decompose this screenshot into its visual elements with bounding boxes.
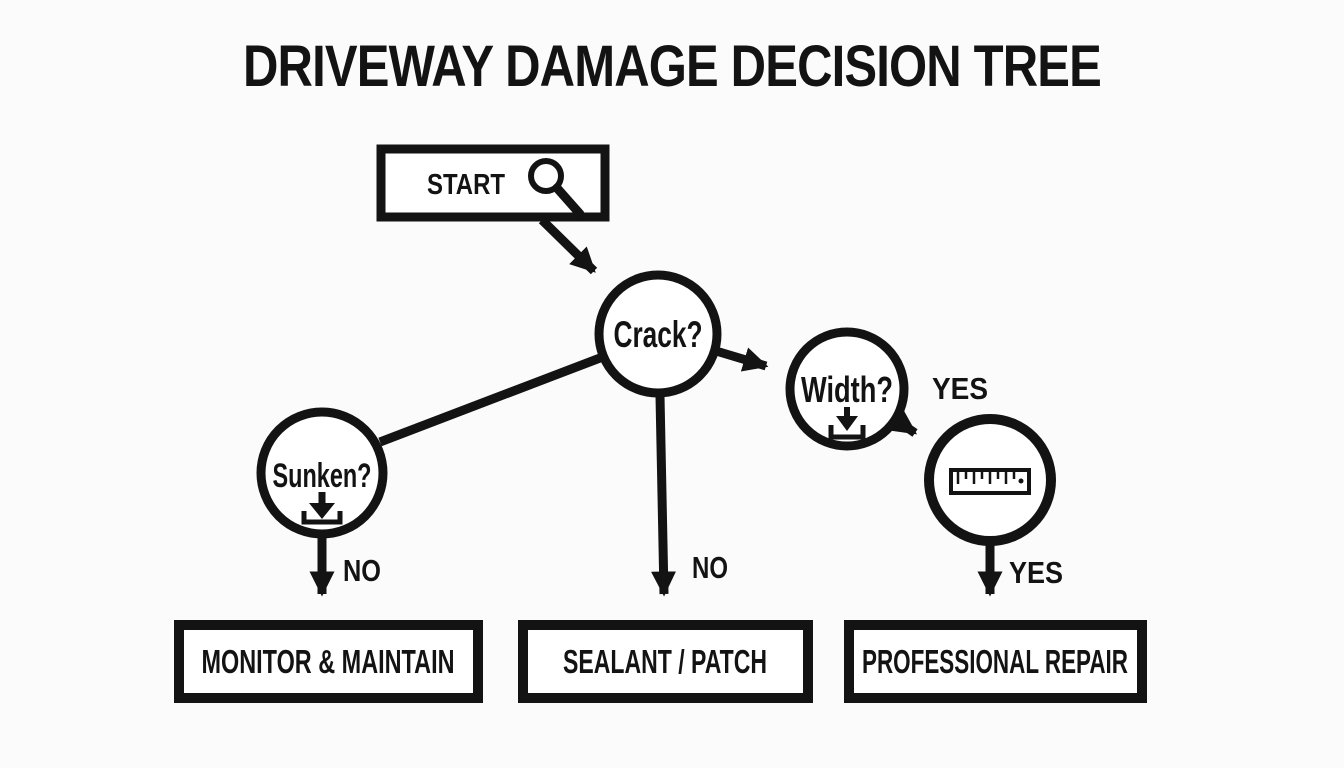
edge-width-to-measure — [889, 409, 918, 437]
download-icon — [828, 407, 866, 440]
outcome-monitor-label: MONITOR & MAINTAIN — [202, 643, 455, 680]
ruler-icon — [949, 468, 1031, 495]
measure-node — [924, 414, 1056, 546]
start-label: START — [427, 169, 505, 201]
edge-start-to-crack — [538, 216, 598, 275]
outcome-monitor: MONITOR & MAINTAIN — [174, 620, 483, 703]
sunken-node: Sunken? — [256, 407, 388, 539]
edges — [309, 216, 1003, 597]
measure-yes-label: YES — [1009, 555, 1063, 590]
width-node: Width? — [785, 327, 909, 451]
outcome-sealant: SEALANT / PATCH — [518, 620, 813, 703]
start-node: START — [376, 144, 610, 222]
crack-node: Crack? — [594, 270, 722, 398]
edge-crack-to-sealant — [651, 395, 677, 597]
width-yes-label: YES — [932, 371, 988, 406]
outcome-sealant-label: SEALANT / PATCH — [563, 643, 767, 680]
edge-crack-to-width — [714, 346, 769, 372]
sunken-label: Sunken? — [273, 457, 372, 495]
magnifier-icon — [528, 158, 585, 219]
crack-label: Crack? — [614, 314, 703, 355]
outcome-professional: PROFESSIONAL REPAIR — [844, 620, 1147, 703]
page-title: DRIVEWAY DAMAGE DECISION TREE — [243, 34, 1101, 99]
crack-no-label: NO — [692, 550, 728, 585]
edge-crack-to-sunken — [378, 353, 602, 447]
outcome-professional-label: PROFESSIONAL REPAIR — [862, 643, 1128, 680]
sunken-no-label: NO — [343, 553, 381, 588]
download-icon — [301, 492, 343, 525]
width-label: Width? — [801, 369, 893, 410]
